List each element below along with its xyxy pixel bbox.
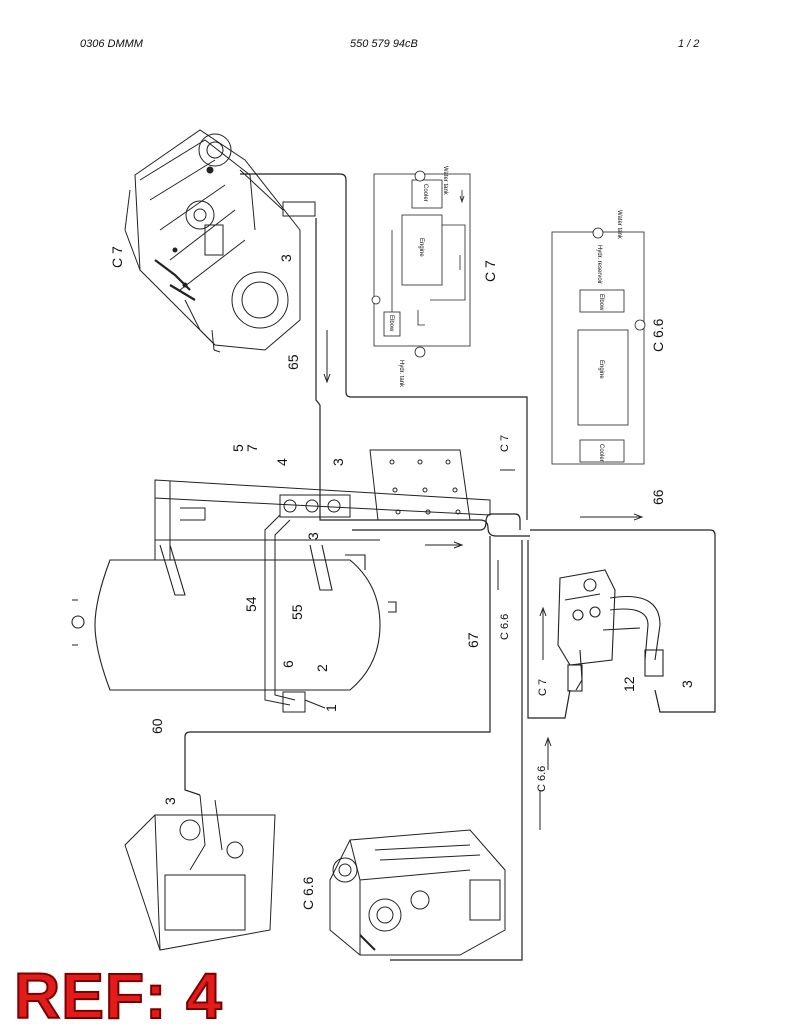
label-3-top: 3 (278, 254, 294, 262)
hose-c66-engine (390, 540, 523, 961)
label-c66-schematic: C 6.6 (650, 318, 666, 352)
label-60: 60 (149, 718, 165, 734)
hose-66 (530, 529, 716, 713)
header-part-number: 550 579 94cB (350, 38, 418, 50)
label-c66-line: C 6.6 (499, 614, 511, 640)
cooler-assembly (124, 794, 276, 951)
label-4: 4 (274, 458, 290, 466)
schem-c7-water-tank: Water tank (442, 166, 448, 196)
valve-block-12 (557, 569, 664, 692)
schem-c7-cooler: Cooler (422, 184, 428, 202)
label-65: 65 (285, 354, 301, 370)
hose-65-top (240, 173, 528, 520)
schem-c66-engine: Engine (598, 360, 604, 379)
hose-65-bottom (315, 218, 321, 406)
schem-c7-hydr-tank: Hydr. tank (398, 360, 404, 388)
label-c7-top-engine: C 7 (109, 246, 125, 268)
header-left-code: 0306 DMMM (80, 38, 143, 50)
header-page-number: 1 / 2 (678, 38, 700, 50)
hose-55 (274, 519, 296, 701)
label-55: 55 (289, 604, 305, 620)
hose-67 (184, 536, 491, 796)
label-c66-engine: C 6.6 (300, 876, 316, 910)
label-c7-low: C 7 (537, 679, 549, 696)
engine-c7-drawing (124, 129, 316, 353)
label-6: 6 (280, 660, 296, 668)
label-3-mid: 3 (305, 532, 321, 540)
schem-c7-elbow: Elbow (388, 315, 394, 332)
hydraulic-tank-60 (71, 544, 397, 691)
engine-c66-drawing (329, 829, 506, 956)
hose-c66-run (352, 513, 521, 531)
hose-c7-valve (527, 540, 571, 719)
schem-c7-engine: Engine (418, 238, 424, 257)
schematic-c66-box (551, 227, 646, 465)
valve-block-top (279, 494, 351, 518)
label-3-plate: 3 (330, 458, 346, 466)
schematic-c7-box (371, 170, 471, 358)
label-7: 7 (244, 444, 260, 452)
label-3-valve: 3 (679, 680, 695, 688)
label-c7-schematic: C 7 (482, 260, 498, 282)
label-c66-low: C 6.6 (536, 766, 548, 792)
label-1: 1 (323, 704, 339, 712)
label-5: 5 (230, 444, 246, 452)
label-2: 2 (314, 664, 330, 672)
label-12: 12 (621, 676, 637, 692)
hose-54 (264, 514, 291, 706)
schem-c66-water-tank: Water tank (616, 210, 622, 240)
label-67: 67 (465, 632, 481, 648)
schem-c66-elbow: Elbow (598, 294, 604, 311)
schem-c66-hydr-reservoir: Hydr. reservoir (596, 245, 602, 284)
label-54: 54 (243, 596, 259, 612)
label-3-bottom: 3 (162, 797, 178, 805)
label-66: 66 (650, 489, 666, 505)
mounting-plate (369, 449, 471, 521)
label-c7-line: C 7 (499, 435, 511, 452)
hose-c7-run (319, 405, 530, 537)
schem-c66-cooler: Cooler (598, 444, 604, 462)
ref-stamp: REF: 4 (13, 960, 223, 1032)
filter-1-2-6 (282, 691, 326, 713)
flow-arrows (323, 330, 644, 830)
